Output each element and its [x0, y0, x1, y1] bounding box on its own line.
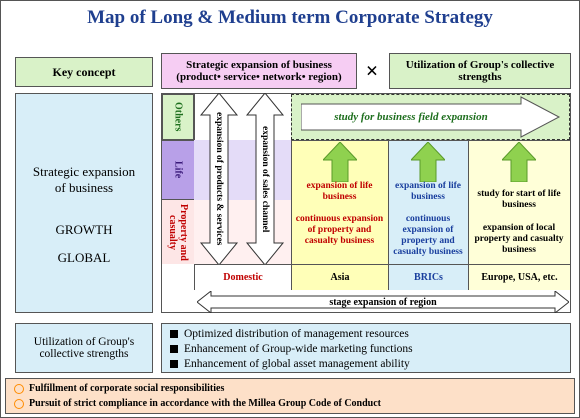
- strategic-expansion-line1: Strategic expansion of business: [186, 59, 332, 71]
- row-label-others-cell: Others: [162, 94, 194, 140]
- row-label-life-cell: Life: [162, 140, 194, 200]
- util-item-2-text: Enhancement of Group-wide marketing func…: [184, 343, 413, 355]
- left-panel-line1: Strategic expansion: [32, 164, 136, 179]
- sales-arrow-label: expansion of sales channel: [260, 125, 270, 233]
- utilization-panel: Utilization of Group's collective streng…: [15, 323, 153, 373]
- footer-item-2-text: Pursuit of strict compliance in accordan…: [29, 398, 382, 409]
- region-asia: Asia: [291, 264, 388, 290]
- study-arrow: [301, 96, 561, 138]
- europe-pc-text: expansion of local property and casualty…: [474, 223, 564, 255]
- page-title: Map of Long & Medium term Corporate Stra…: [87, 7, 493, 28]
- stage-arrow: [197, 291, 569, 313]
- region-europe: Europe, USA, etc.: [468, 264, 570, 290]
- times-symbol: ×: [365, 58, 379, 83]
- util-item-3-text: Enhancement of global asset management a…: [184, 358, 410, 370]
- square-bullet-icon: [170, 345, 178, 354]
- footer-panel: Fulfillment of corporate social responsi…: [5, 378, 575, 414]
- stage-arrow-label: stage expansion of region: [329, 296, 437, 308]
- circle-bullet-icon: [14, 383, 24, 394]
- utilization-panel-line1: Utilization of Group's: [33, 336, 135, 348]
- utilization-list: Optimized distribution of management res…: [161, 323, 571, 373]
- util-item-1-text: Optimized distribution of management res…: [184, 328, 409, 340]
- util-item-1: Optimized distribution of management res…: [170, 327, 562, 342]
- utilization-panel-line2: collective strengths: [39, 348, 129, 360]
- region-domestic: Domestic: [194, 264, 291, 290]
- asia-life-text: expansion of life business: [306, 181, 373, 202]
- asia-pc-text: continuous expansion of property and cas…: [295, 214, 384, 246]
- brics-life-text: expansion of life business: [395, 181, 461, 202]
- products-arrow-label: expansion of products & services: [214, 112, 224, 246]
- row-label-others: Others: [172, 102, 184, 132]
- square-bullet-icon: [170, 330, 178, 339]
- left-strategic-panel: Strategic expansion of business GROWTH G…: [15, 93, 153, 313]
- products-arrow: [199, 93, 239, 265]
- left-panel-line2: of business: [54, 180, 114, 195]
- footer-item-2: Pursuit of strict compliance in accordan…: [14, 396, 566, 411]
- row-label-life: Life: [172, 161, 184, 179]
- growth-label: GROWTH: [55, 222, 113, 237]
- utilization-line2: strengths: [458, 71, 502, 83]
- key-concept-box: Key concept: [15, 57, 153, 87]
- left-panel-title: Strategic expansion of business: [16, 164, 152, 196]
- footer-item-1-text: Fulfillment of corporate social responsi…: [29, 383, 225, 394]
- sales-arrow: [245, 93, 285, 265]
- row-label-property-cell: Property and casualty: [162, 200, 194, 264]
- study-arrow-label: study for business field expansion: [334, 111, 488, 123]
- europe-up-arrow: [502, 142, 536, 182]
- footer-item-1: Fulfillment of corporate social responsi…: [14, 381, 566, 396]
- square-bullet-icon: [170, 360, 178, 369]
- sales-arrow-label-wrap: expansion of sales channel: [245, 101, 285, 257]
- europe-life-text: study for start of life business: [477, 189, 561, 210]
- strategic-expansion-box: Strategic expansion of business (product…: [161, 53, 357, 89]
- utilization-box: Utilization of Group's collective streng…: [389, 53, 571, 89]
- global-label: GLOBAL: [57, 250, 111, 265]
- asia-up-arrow: [323, 142, 357, 182]
- brics-pc-text: continuous expansion of property and cas…: [393, 214, 463, 257]
- strategic-expansion-line2: (product• service• network• region): [176, 71, 342, 83]
- row-label-property: Property and casualty: [167, 203, 189, 261]
- util-item-3: Enhancement of global asset management a…: [170, 357, 562, 372]
- util-item-2: Enhancement of Group-wide marketing func…: [170, 342, 562, 357]
- region-brics: BRICs: [388, 264, 468, 290]
- utilization-line1: Utilization of Group's collective: [405, 59, 555, 71]
- products-arrow-label-wrap: expansion of products & services: [199, 101, 239, 257]
- brics-up-arrow: [411, 142, 445, 182]
- circle-bullet-icon: [14, 398, 24, 409]
